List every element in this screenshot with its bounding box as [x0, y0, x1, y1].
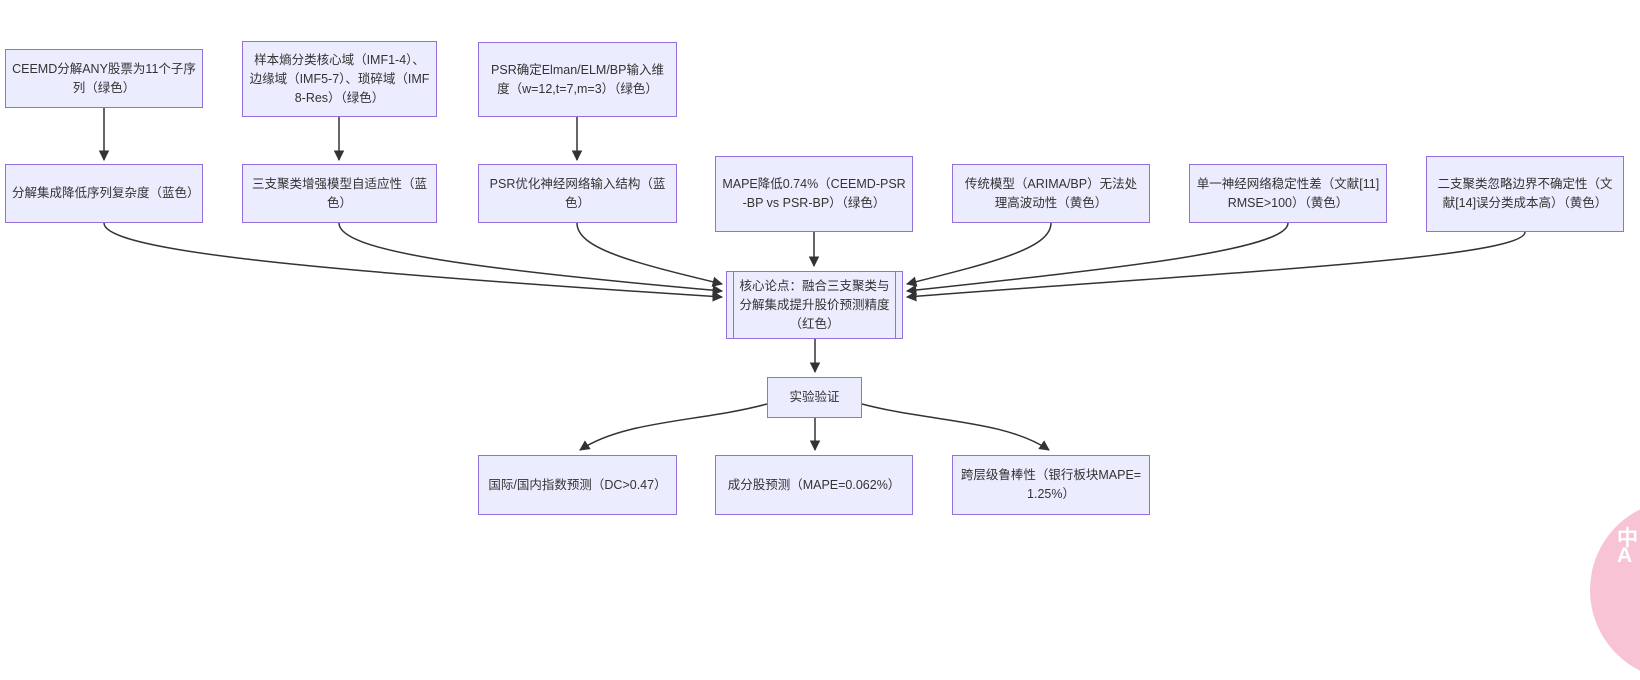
edge-experiment-to-index: [579, 403, 768, 451]
edge-twoway-to-core: [905, 231, 1526, 302]
brand-watermark-text: 中 A: [1617, 527, 1638, 567]
node-psr-structure: PSR优化神经网络输入结构（蓝色）: [478, 164, 677, 223]
node-ceemd-decomposition-label: CEEMD分解ANY股票为11个子序列（绿色）: [12, 61, 196, 95]
node-index-prediction: 国际/国内指数预测（DC>0.47）: [478, 455, 677, 515]
node-core-thesis-frame: 核心论点：融合三支聚类与分解集成提升股价预测精度（红色）: [733, 272, 896, 338]
node-two-way-clustering-limitation-label: 二支聚类忽略边界不确定性（文献[14]误分类成本高）（黄色）: [1437, 177, 1613, 210]
node-ceemd-decomposition: CEEMD分解ANY股票为11个子序列（绿色）: [5, 49, 203, 108]
node-three-way-adaptivity: 三支聚类增强模型自适应性（蓝色）: [242, 164, 437, 223]
node-mape-reduction-label: MAPE降低0.74%（CEEMD-PSR-BP vs PSR-BP）（绿色）: [722, 177, 906, 210]
flowchart-canvas: CEEMD分解ANY股票为11个子序列（绿色） 样本熵分类核心域（IMF1-4）…: [5, 41, 1640, 680]
node-constituent-prediction-label: 成分股预测（MAPE=0.062%）: [727, 477, 901, 492]
edge-singlenn-to-core: [905, 222, 1289, 296]
node-psr-input-dimension: PSR确定Elman/ELM/BP输入维度（w=12,t=7,m=3）（绿色）: [478, 42, 677, 117]
node-two-way-clustering-limitation: 二支聚类忽略边界不确定性（文献[14]误分类成本高）（黄色）: [1426, 156, 1624, 232]
node-single-nn-instability: 单一神经网络稳定性差（文献[11] RMSE>100）（黄色）: [1189, 164, 1387, 223]
node-psr-input-dimension-label: PSR确定Elman/ELM/BP输入维度（w=12,t=7,m=3）（绿色）: [491, 62, 664, 96]
edge-structure-to-core: [576, 222, 724, 287]
node-core-thesis: 核心论点：融合三支聚类与分解集成提升股价预测精度（红色）: [726, 271, 903, 339]
node-constituent-prediction: 成分股预测（MAPE=0.062%）: [715, 455, 913, 515]
node-traditional-model-limitation-label: 传统模型（ARIMA/BP）无法处理高波动性（黄色）: [964, 176, 1138, 210]
node-decomposition-complexity: 分解集成降低序列复杂度（蓝色）: [5, 164, 203, 223]
node-single-nn-instability-label: 单一神经网络稳定性差（文献[11] RMSE>100）（黄色）: [1196, 176, 1380, 210]
edge-adaptivity-to-core: [338, 222, 724, 296]
node-mape-reduction: MAPE降低0.74%（CEEMD-PSR-BP vs PSR-BP）（绿色）: [715, 156, 913, 232]
node-three-way-adaptivity-label: 三支聚类增强模型自适应性（蓝色）: [251, 176, 427, 210]
edge-complexity-to-core: [103, 222, 724, 302]
node-experiment-validation: 实验验证: [767, 377, 862, 418]
node-cross-level-robustness-label: 跨层级鲁棒性（银行板块MAPE=1.25%）: [960, 468, 1142, 501]
node-decomposition-complexity-label: 分解集成降低序列复杂度（蓝色）: [12, 186, 200, 200]
node-psr-structure-label: PSR优化神经网络输入结构（蓝色）: [489, 176, 666, 210]
edge-experiment-to-robustness: [861, 403, 1050, 451]
brand-watermark-badge: 中 A: [1590, 500, 1640, 680]
node-experiment-validation-label: 实验验证: [789, 390, 840, 404]
node-sample-entropy-domains-label: 样本熵分类核心域（IMF1-4）、边缘域（IMF5-7）、琐碎域（IMF8-Re…: [249, 52, 430, 105]
node-cross-level-robustness: 跨层级鲁棒性（银行板块MAPE=1.25%）: [952, 455, 1150, 515]
node-index-prediction-label: 国际/国内指数预测（DC>0.47）: [488, 477, 667, 492]
node-core-thesis-label: 核心论点：融合三支聚类与分解集成提升股价预测精度（红色）: [739, 278, 890, 331]
edge-traditional-to-core: [905, 222, 1052, 287]
node-sample-entropy-domains: 样本熵分类核心域（IMF1-4）、边缘域（IMF5-7）、琐碎域（IMF8-Re…: [242, 41, 437, 117]
node-traditional-model-limitation: 传统模型（ARIMA/BP）无法处理高波动性（黄色）: [952, 164, 1150, 223]
